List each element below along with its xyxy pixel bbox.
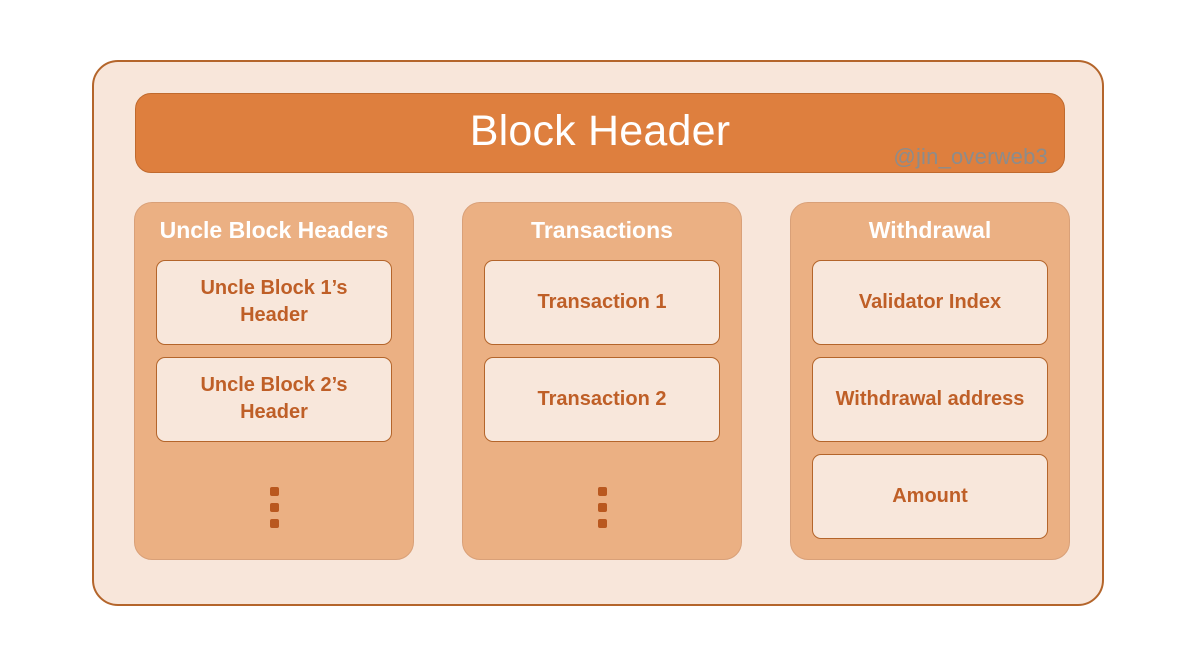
ellipsis-dot	[597, 502, 607, 512]
section-transactions: Transactions Transaction 1 Transaction 2	[462, 202, 742, 560]
list-item: Uncle Block 2’s Header	[156, 356, 392, 442]
block-sections-row: Uncle Block Headers Uncle Block 1’s Head…	[134, 202, 1070, 562]
list-item: Transaction 2	[484, 356, 720, 442]
page-title: Block Header	[469, 106, 731, 155]
vertical-ellipsis-icon	[269, 486, 279, 528]
section-title-uncle-block-headers: Uncle Block Headers	[159, 217, 389, 243]
list-item: Transaction 1	[484, 259, 720, 345]
watermark-handle: @jin_overweb3	[893, 144, 1048, 169]
block-header-title-bar: Block Header @jin_overweb3	[135, 93, 1065, 173]
section-title-transactions: Transactions	[531, 217, 673, 243]
ellipsis-dot	[597, 486, 607, 496]
list-item: Validator Index	[812, 259, 1048, 345]
section-withdrawal: Withdrawal Validator Index Withdrawal ad…	[790, 202, 1070, 560]
list-item: Uncle Block 1’s Header	[156, 259, 392, 345]
list-item: Amount	[812, 453, 1048, 539]
list-item: Withdrawal address	[812, 356, 1048, 442]
ellipsis-dot	[269, 502, 279, 512]
section-uncle-block-headers: Uncle Block Headers Uncle Block 1’s Head…	[134, 202, 414, 560]
vertical-ellipsis-icon	[597, 486, 607, 528]
ellipsis-dot	[269, 486, 279, 496]
ellipsis-dot	[597, 518, 607, 528]
section-title-withdrawal: Withdrawal	[868, 217, 992, 243]
ellipsis-dot	[269, 518, 279, 528]
block-header-container: Block Header @jin_overweb3 Uncle Block H…	[92, 60, 1104, 606]
